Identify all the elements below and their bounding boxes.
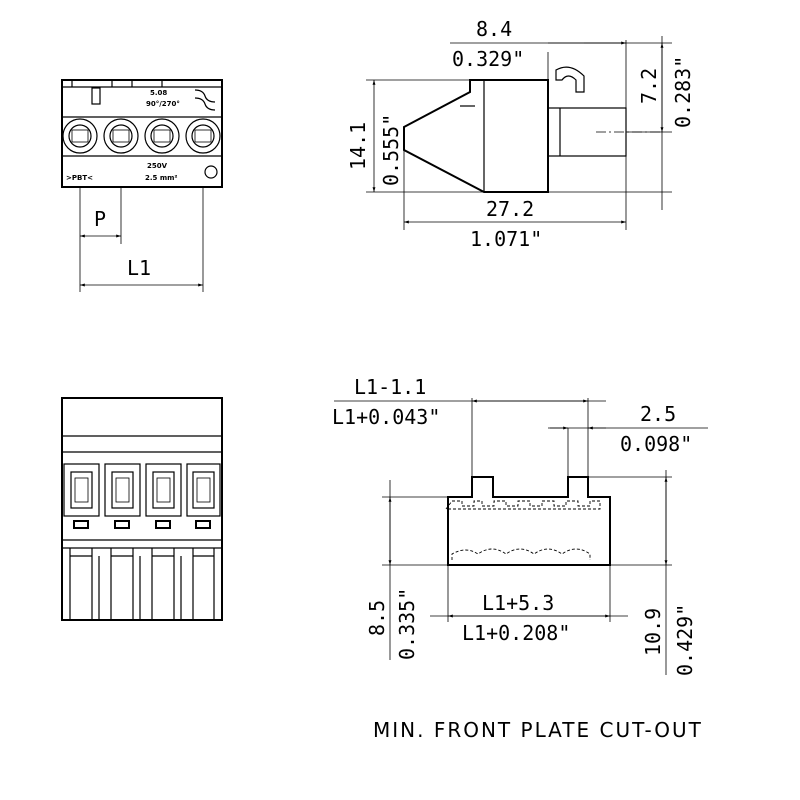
marking-angle: 90°/270°	[146, 100, 180, 108]
marking-section: 2.5 mm²	[145, 174, 178, 182]
dim-cutout-top-mm: L1-1.1	[354, 375, 426, 399]
dim-cutout-width-mm: L1+5.3	[482, 591, 554, 615]
dim-cutout-left-mm: 8.5	[365, 600, 389, 636]
back-body-outline	[61, 397, 223, 621]
latch-hook	[555, 66, 585, 93]
dim-side-width-in: 0.329"	[452, 47, 524, 71]
wire-symbol-icon	[194, 89, 216, 111]
screw-row	[62, 116, 222, 157]
dim-side-height-mm: 14.1	[346, 122, 370, 170]
dim-side-height-in: 0.555"	[379, 114, 403, 186]
dim-side-length-in: 1.071"	[470, 227, 542, 251]
dim-cutout-right-mm: 10.9	[641, 608, 665, 656]
wire-entry	[104, 463, 141, 517]
dim-side-offset-in: 0.283"	[671, 56, 695, 128]
dim-cutout-right-in: 0.429"	[673, 604, 697, 676]
back-view	[61, 397, 223, 621]
screw-terminal	[144, 118, 180, 154]
cutout-caption: MIN. FRONT PLATE CUT-OUT	[373, 718, 703, 742]
screw-terminal	[103, 118, 139, 154]
cutout-outline	[447, 476, 611, 566]
wire-entry	[145, 463, 182, 517]
front-body-outline	[61, 79, 223, 188]
front-view: 5.08 90°/270° 250V 2.5 mm² >PBT<	[61, 79, 223, 292]
screw-terminal	[185, 118, 221, 154]
dim-side-offset-mm: 7.2	[637, 68, 661, 104]
side-view: 8.4 0.329" 14.1 0.555" 7.2 0.283" 27.2 1…	[346, 17, 695, 251]
dim-cutout-left-in: 0.335"	[395, 588, 419, 660]
dim-cutout-tab-mm: 2.5	[640, 402, 676, 426]
wire-entry	[63, 463, 100, 517]
dim-cutout-tab-in: 0.098"	[620, 432, 692, 456]
dim-p-label: P	[94, 207, 106, 231]
approval-mark-icon	[204, 165, 218, 179]
front-slot	[91, 87, 101, 105]
screw-terminal	[62, 118, 98, 154]
wire-entry	[186, 463, 221, 517]
dim-side-width-mm: 8.4	[476, 17, 512, 41]
dim-cutout-top-in: L1+0.043"	[332, 405, 440, 429]
marking-pitch: 5.08	[150, 89, 167, 97]
dim-side-length-mm: 27.2	[486, 197, 534, 221]
dim-l1-label: L1	[127, 256, 151, 280]
side-body-outline	[403, 79, 549, 193]
marking-pbt: >PBT<	[66, 174, 93, 182]
wire-entry-row	[63, 463, 221, 517]
dim-cutout-width-in: L1+0.208"	[462, 621, 570, 645]
marking-voltage: 250V	[147, 162, 168, 170]
cutout-view: L1-1.1 L1+0.043" 2.5 0.098" 8.5 0.335" L…	[332, 375, 708, 742]
